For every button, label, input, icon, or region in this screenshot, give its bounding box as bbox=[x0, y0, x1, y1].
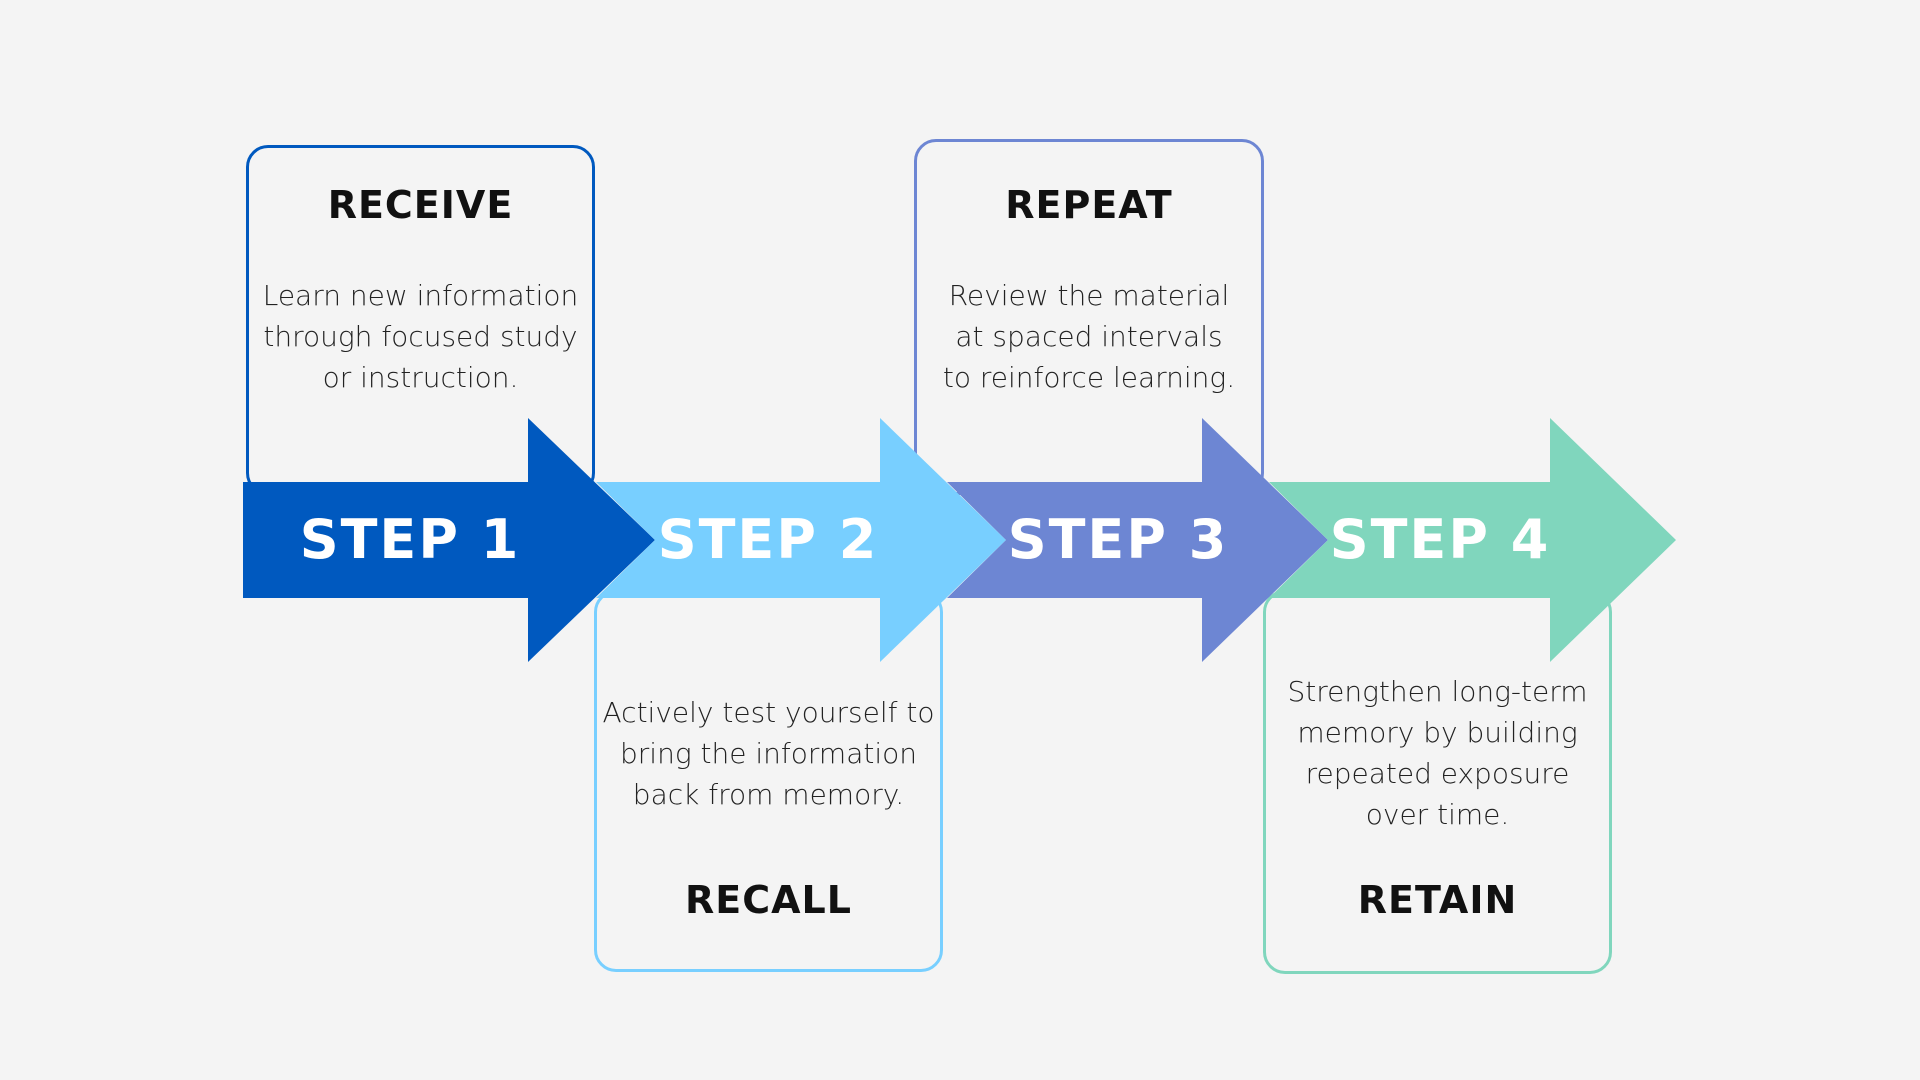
step-4-arrow bbox=[1269, 418, 1676, 662]
step-3-title: REPEAT bbox=[1005, 183, 1173, 227]
step-1-title: RECEIVE bbox=[327, 183, 514, 227]
step-1-label: STEP 1 bbox=[299, 508, 521, 571]
step-2-title: RECALL bbox=[685, 878, 852, 922]
step-3-label: STEP 3 bbox=[1007, 508, 1229, 571]
step-4-description: Strengthen long-term memory by building … bbox=[1287, 675, 1588, 831]
step-2-card: Actively test yourself to bring the info… bbox=[594, 590, 943, 972]
step-2-label: STEP 2 bbox=[657, 508, 879, 571]
step-3-arrow bbox=[947, 418, 1328, 662]
step-4-label: STEP 4 bbox=[1329, 508, 1551, 571]
step-1-description: Learn new information through focused st… bbox=[262, 279, 579, 394]
step-2-arrow bbox=[596, 418, 1006, 662]
step-3-card: REPEAT Review the material at spaced int… bbox=[914, 139, 1264, 495]
step-1-card: RECEIVE Learn new information through fo… bbox=[246, 145, 595, 495]
step-1-arrow bbox=[243, 418, 655, 662]
step-4-title: RETAIN bbox=[1357, 878, 1518, 922]
step-2-description: Actively test yourself to bring the info… bbox=[602, 696, 935, 811]
step-3-description: Review the material at spaced intervals … bbox=[942, 279, 1236, 394]
step-4-card: Strengthen long-term memory by building … bbox=[1263, 590, 1612, 974]
